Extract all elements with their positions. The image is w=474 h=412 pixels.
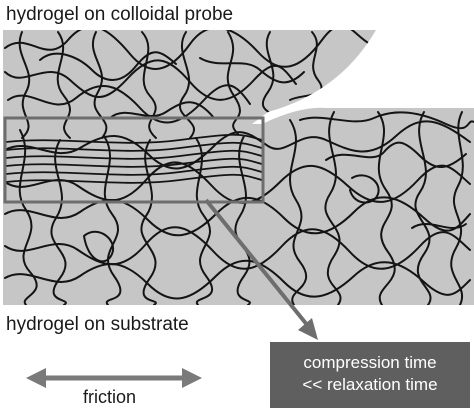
probe-hydrogel-label: hydrogel on colloidal probe bbox=[6, 4, 234, 25]
friction-label: friction bbox=[83, 387, 137, 407]
probe-polymer-network bbox=[4, 30, 371, 139]
time-scale-note: compression time << relaxation time bbox=[270, 342, 470, 408]
substrate-hydrogel-label: hydrogel on substrate bbox=[6, 314, 189, 335]
zoom-box bbox=[3, 116, 265, 204]
substrate-polymer-network bbox=[4, 111, 474, 305]
compressed-chains bbox=[5, 133, 263, 184]
note-line-compression: compression time bbox=[303, 353, 437, 372]
substrate-hydrogel-region bbox=[3, 107, 474, 305]
zoom-arrow bbox=[204, 198, 318, 340]
friction-arrow bbox=[26, 368, 202, 388]
note-line-relaxation: << relaxation time bbox=[302, 375, 438, 394]
